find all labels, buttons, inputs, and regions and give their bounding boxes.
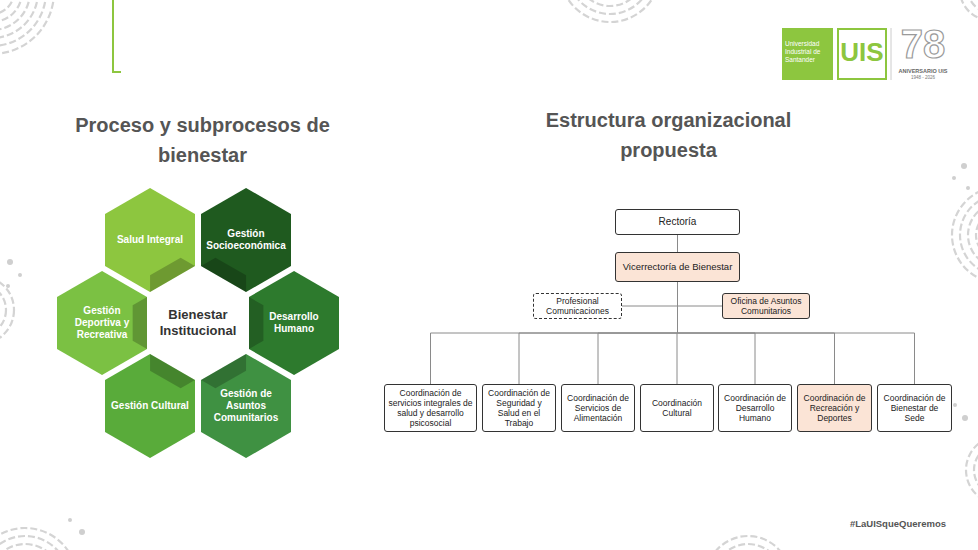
org-box: Coordinación de servicios integrales de …: [384, 384, 477, 432]
accent-line: [113, 0, 121, 72]
text-wrap: Coordinación de Desarrollo Humano: [719, 385, 791, 431]
hexagon-label: Bienestar Institucional: [145, 307, 251, 338]
hexagon-node: Bienestar Institucional: [153, 271, 243, 375]
org-box: Coordinación de Servicios de Alimentació…: [561, 384, 635, 432]
text-wrap: Coordinación de Servicios de Alimentació…: [562, 385, 634, 431]
hexagon-label: Salud Integral: [117, 234, 183, 246]
text-wrap: Vicerrectoría de Bienestar: [616, 253, 739, 281]
hexagon-fill: [201, 188, 291, 292]
org-box: Coordinación de Desarrollo Humano: [718, 384, 792, 432]
text-wrap: Gestión Cultural: [105, 354, 195, 458]
logo-box: [782, 28, 833, 80]
org-box: Profesional Comunicaciones: [533, 293, 622, 319]
hexagon-node: Gestión Cultural: [105, 354, 195, 458]
logo-divider: [891, 28, 892, 80]
connector-line: [678, 282, 723, 306]
text-wrap: Gestión Deportiva y Recreativa: [57, 271, 147, 375]
box-label: Coordinación de Servicios de Alimentació…: [564, 393, 632, 424]
hexagon-label: Desarrollo Humano: [254, 311, 334, 335]
text-wrap: Gestión Socioeconómica: [201, 188, 291, 292]
box-label: Coordinación de Bienestar de Sede: [880, 393, 949, 424]
org-box: Oficina de Asuntos Comunitarios: [722, 293, 810, 319]
hexagon-node: Gestión de Asuntos Comunitarios: [201, 354, 291, 458]
text-wrap: Coordinación Cultural: [641, 385, 713, 431]
text-wrap: Coordinación de servicios integrales de …: [385, 385, 476, 431]
box-label: Oficina de Asuntos Comunitarios: [725, 296, 807, 316]
org-box: Coordinación de Bienestar de Sede: [877, 384, 952, 432]
box-label: Rectoría: [659, 216, 697, 228]
hexagon-fill: [57, 271, 147, 375]
box-label: Coordinación de Seguridad y Salud en el …: [485, 388, 553, 429]
anniversary-text: ANIVERSARIO UIS: [893, 68, 953, 75]
hashtag: #LaUISqueQueremos: [832, 518, 946, 530]
text-wrap: Coordinación de Recreación y Deportes: [798, 385, 871, 431]
box-label: Vicerrectoría de Bienestar: [623, 261, 733, 272]
logo-mark: UIS: [838, 36, 886, 68]
org-box: Coordinación de Seguridad y Salud en el …: [482, 384, 556, 432]
hexagon-label: Gestión Cultural: [111, 400, 189, 412]
box-label: Coordinación de Recreación y Deportes: [800, 393, 869, 424]
text-wrap: Bienestar Institucional: [145, 271, 251, 375]
hexagon-fold: [133, 297, 147, 349]
connector-line: [519, 282, 678, 384]
university-name: Universidad Industrial de Santander: [785, 40, 832, 64]
text-wrap: Coordinación de Seguridad y Salud en el …: [483, 385, 555, 431]
connector-line: [677, 235, 678, 252]
hexagon-node: Gestión Socioeconómica: [201, 188, 291, 292]
text-wrap: Oficina de Asuntos Comunitarios: [723, 294, 809, 318]
decor-dots: [6, 163, 970, 535]
section-title: Proceso y subprocesos de bienestar: [50, 110, 355, 170]
hexagon-label: Gestión Deportiva y Recreativa: [62, 305, 142, 341]
hexagon-label: Gestión de Asuntos Comunitarios: [206, 388, 286, 424]
anniversary-years: 1948 - 2026: [893, 75, 953, 81]
hexagon-fill: [105, 188, 195, 292]
logo-frame: [838, 29, 886, 79]
hexagon-fill: [105, 354, 195, 458]
text-wrap: Gestión de Asuntos Comunitarios: [201, 354, 291, 458]
org-box: Vicerrectoría de Bienestar: [615, 252, 740, 282]
text-wrap: Salud Integral: [105, 188, 195, 292]
box-label: Coordinación Cultural: [643, 398, 711, 418]
hexagon-node: Desarrollo Humano: [249, 271, 339, 375]
anniversary-number: 78: [895, 22, 951, 66]
hexagon-label: Gestión Socioeconómica: [206, 228, 286, 252]
connector-line: [678, 282, 915, 384]
box-label: Coordinación de Desarrollo Humano: [721, 393, 789, 424]
box-label: Coordinación de servicios integrales de …: [387, 388, 474, 429]
org-box: Coordinación de Recreación y Deportes: [797, 384, 872, 432]
hexagon-fold: [150, 354, 195, 388]
text-wrap: Profesional Comunicaciones: [534, 294, 621, 318]
box-label: Profesional Comunicaciones: [536, 296, 619, 316]
org-box: Coordinación Cultural: [640, 384, 714, 432]
hexagon-node: Gestión Deportiva y Recreativa: [57, 271, 147, 375]
text-wrap: Desarrollo Humano: [249, 271, 339, 375]
section-title: Estructura organizacional propuesta: [516, 105, 821, 165]
connector-line: [622, 282, 678, 306]
connector-line: [431, 282, 678, 384]
hexagon-node: Salud Integral: [105, 188, 195, 292]
hexagon-fill: [249, 271, 339, 375]
org-box: Rectoría: [615, 209, 740, 235]
hexagon-fill: [201, 354, 291, 458]
text-wrap: Rectoría: [616, 210, 739, 234]
text-wrap: Coordinación de Bienestar de Sede: [878, 385, 951, 431]
hexagon-fold: [249, 297, 263, 349]
hexagon-fold: [201, 354, 246, 388]
